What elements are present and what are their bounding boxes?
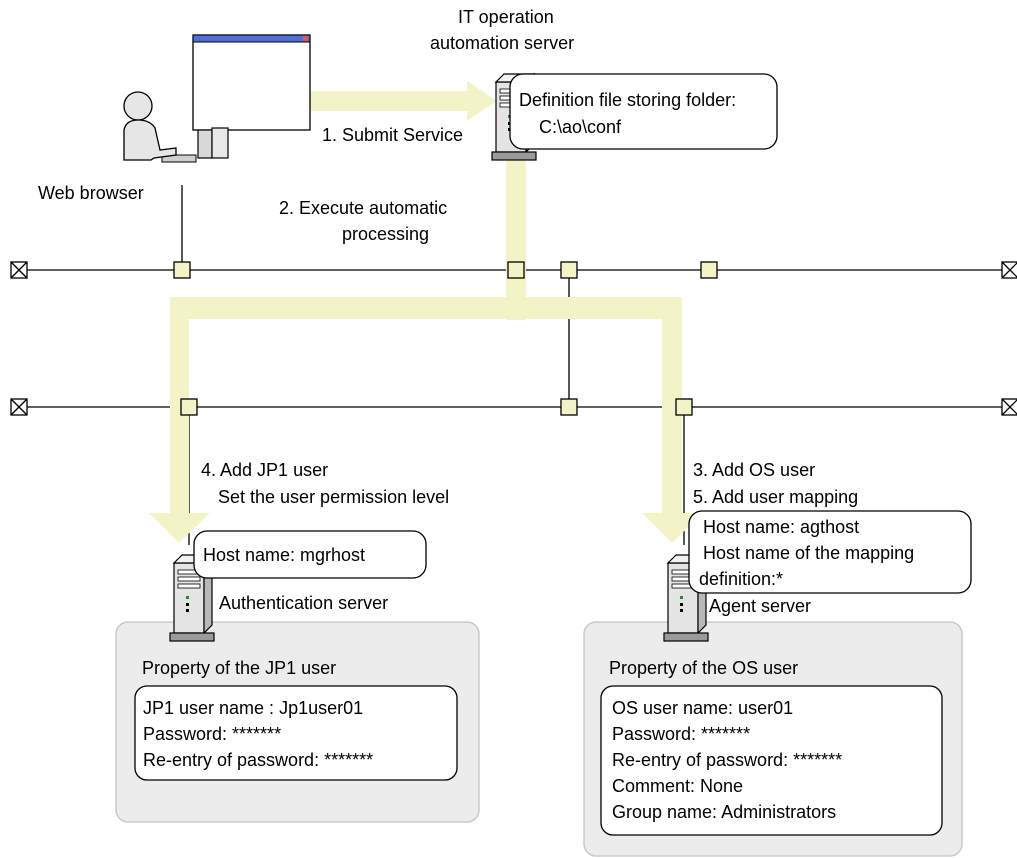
agent-server-label: Agent server	[709, 596, 811, 616]
os-comment-line: Comment: None	[612, 776, 743, 796]
agthost-callout	[688, 510, 972, 594]
execute-processing-label-line2: processing	[342, 224, 429, 244]
desktop-computer-icon	[161, 127, 229, 163]
mgrhost-label: Host name: mgrhost	[203, 545, 365, 565]
os-property-title: Property of the OS user	[609, 658, 798, 678]
terminator-icon	[10, 261, 28, 279]
jp1-property-title: Property of the JP1 user	[142, 658, 336, 678]
browser-window-icon	[192, 34, 311, 131]
user-icon	[123, 91, 177, 161]
authentication-server-label: Authentication server	[219, 593, 388, 613]
agent-arrow-shaft	[662, 319, 682, 515]
definition-folder-path: C:\ao\conf	[539, 117, 622, 137]
definition-folder-callout	[509, 73, 778, 150]
add-jp1-user-label: 4. Add JP1 user	[201, 460, 328, 480]
terminator-icon	[10, 398, 28, 416]
execution-crossbar	[170, 297, 682, 319]
connection-node	[180, 398, 198, 416]
mgrhost-callout	[193, 530, 427, 579]
submit-arrow-shaft	[309, 91, 469, 111]
connection-node	[507, 261, 525, 279]
connection-node	[700, 261, 718, 279]
submit-service-label: 1. Submit Service	[322, 125, 463, 145]
agthost-label-line2: Host name of the mapping	[703, 543, 914, 563]
connection-node	[560, 398, 578, 416]
jp1-user-name-line: JP1 user name : Jp1user01	[143, 698, 363, 718]
connection-node	[675, 398, 693, 416]
add-os-user-label: 3. Add OS user	[693, 460, 815, 480]
os-group-line: Group name: Administrators	[612, 802, 836, 822]
auth-arrow-shaft	[170, 319, 189, 515]
terminator-icon	[1001, 398, 1017, 416]
add-user-mapping-label: 5. Add user mapping	[693, 487, 858, 507]
jp1-property-box	[134, 685, 458, 781]
agthost-label-line1: Host name: agthost	[703, 517, 859, 537]
execute-processing-label-line1: 2. Execute automatic	[279, 198, 447, 218]
definition-folder-label-line1: Definition file storing folder:	[519, 90, 736, 110]
jp1-password-line: Password: *******	[143, 724, 281, 744]
set-permission-label: Set the user permission level	[218, 487, 449, 507]
os-user-name-line: OS user name: user01	[612, 698, 793, 718]
web-browser-label: Web browser	[38, 183, 144, 203]
connection-node	[560, 261, 578, 279]
connection-node	[173, 261, 191, 279]
jp1-reentry-line: Re-entry of password: *******	[143, 750, 373, 770]
execution-trunk	[506, 160, 526, 320]
terminator-icon	[1001, 261, 1017, 279]
agthost-label-line3: definition:*	[699, 569, 783, 589]
it-server-label-line2: automation server	[430, 33, 574, 53]
os-password-line: Password: *******	[612, 724, 750, 744]
agent-arrow-head	[642, 513, 703, 543]
os-property-box	[600, 685, 943, 836]
it-server-label-line1: IT operation	[458, 7, 554, 27]
auth-arrow-head	[149, 513, 210, 543]
os-reentry-line: Re-entry of password: *******	[612, 750, 842, 770]
submit-arrow-head	[467, 81, 497, 121]
